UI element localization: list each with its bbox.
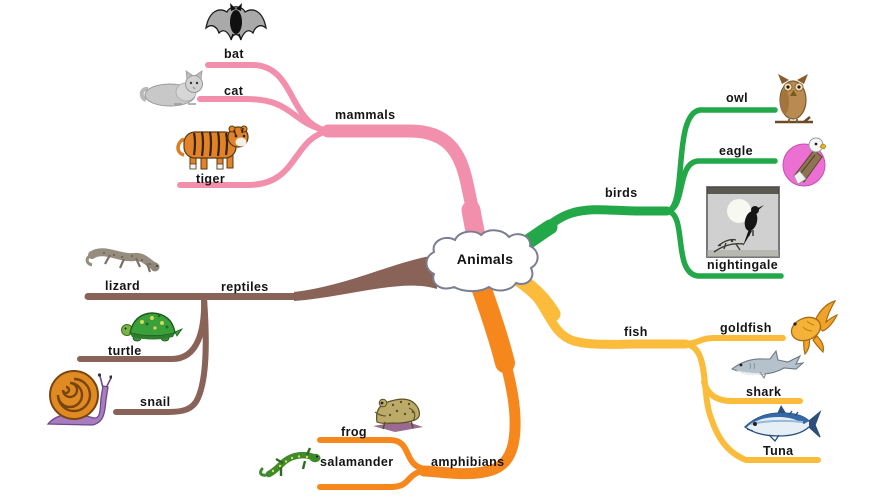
node-turtle[interactable]: turtle <box>108 344 142 358</box>
goldfish-image[interactable] <box>785 299 839 361</box>
owl-image[interactable] <box>774 72 814 133</box>
reptiles-trunk <box>294 255 437 301</box>
node-mammals[interactable]: mammals <box>335 108 396 122</box>
node-lizard[interactable]: lizard <box>105 279 141 293</box>
node-eagle[interactable]: eagle <box>719 144 753 158</box>
lizard-image[interactable] <box>84 243 164 285</box>
node-shark[interactable]: shark <box>746 385 782 399</box>
node-tiger[interactable]: tiger <box>196 172 226 186</box>
node-frog[interactable]: frog <box>341 425 367 439</box>
node-birds[interactable]: birds <box>605 186 638 200</box>
nightingale-image[interactable] <box>706 186 780 263</box>
node-amphibians[interactable]: amphibians <box>431 455 505 469</box>
center-cloud[interactable] <box>425 229 539 293</box>
node-reptiles[interactable]: reptiles <box>221 280 269 294</box>
node-cat[interactable]: cat <box>224 84 244 98</box>
amphibians-branch <box>317 277 521 490</box>
tuna-image[interactable] <box>743 403 822 451</box>
frog-line <box>317 437 424 471</box>
snail-line <box>113 295 209 415</box>
center-node-label[interactable]: Animals <box>456 251 514 267</box>
goldfish-line <box>683 335 786 347</box>
node-owl[interactable]: owl <box>726 91 749 105</box>
shark-image[interactable] <box>730 349 805 388</box>
frog-image[interactable] <box>365 391 429 437</box>
eagle-line <box>664 158 778 214</box>
nightingale-line <box>664 208 784 279</box>
amphibians-trunk-root <box>471 277 515 373</box>
node-fish[interactable]: fish <box>624 325 648 339</box>
turtle-image[interactable] <box>119 307 184 350</box>
fish-branch <box>511 271 821 463</box>
node-snail[interactable]: snail <box>140 395 171 409</box>
shark-line <box>701 379 803 404</box>
tiger-image[interactable] <box>174 117 252 178</box>
bat-image[interactable] <box>203 1 269 53</box>
salamander-line <box>317 468 424 490</box>
node-bat[interactable]: bat <box>224 47 244 61</box>
snail-image[interactable] <box>46 366 113 434</box>
reptiles-branch <box>77 255 437 415</box>
salamander-image[interactable] <box>255 445 321 491</box>
eagle-image[interactable] <box>777 131 830 194</box>
node-tuna[interactable]: Tuna <box>763 444 794 458</box>
tiger-line <box>177 128 331 188</box>
cat-image[interactable] <box>138 70 206 114</box>
mammals-trunk <box>321 124 485 255</box>
node-salamander[interactable]: salamander <box>320 455 394 469</box>
node-nightingale[interactable]: nightingale <box>707 258 779 272</box>
tuna-line <box>683 341 821 463</box>
node-goldfish[interactable]: goldfish <box>720 321 772 335</box>
cat-line <box>197 96 331 134</box>
